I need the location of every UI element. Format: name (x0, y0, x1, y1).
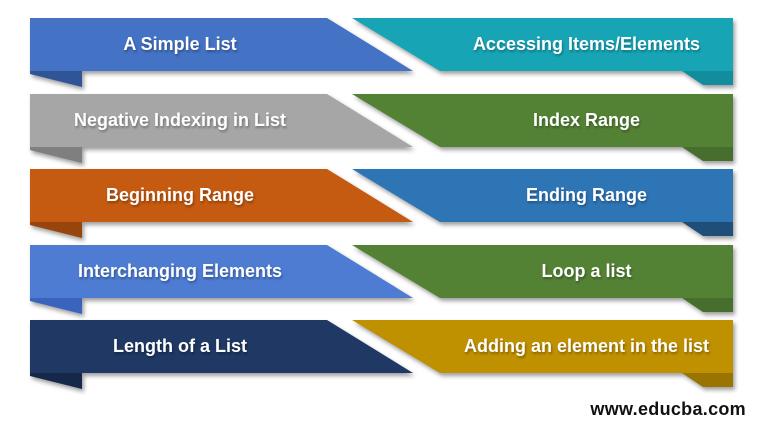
banner-label: A Simple List (123, 33, 237, 54)
banner-a-simple-list: A Simple List (30, 18, 415, 88)
banner-label: Index Range (532, 109, 641, 130)
banner-loop-a-list: Loop a list (352, 245, 733, 313)
banner-label: Interchanging Elements (77, 260, 283, 281)
banner-label: Adding an element in the list (463, 335, 710, 356)
ribbon-shape (352, 94, 733, 161)
banner-body-shape (30, 320, 413, 373)
banner-fold-shape (682, 373, 733, 387)
banner-fold-shape (30, 298, 82, 314)
banner-label: Beginning Range (106, 184, 254, 205)
banner-fold-shape (30, 71, 82, 87)
banner-negative-indexing-in-list: Negative Indexing in List (30, 94, 415, 164)
ribbon-shape (30, 169, 413, 238)
banner-body-shape (352, 169, 733, 222)
ribbon-shape (30, 94, 413, 163)
educba-watermark: www.educba.com (590, 399, 746, 419)
banner-accessing-items-elements: Accessing Items/Elements (352, 18, 733, 86)
banner-fold-shape (682, 222, 733, 236)
banner-label: Loop a list (541, 260, 632, 281)
banner-body-shape (352, 94, 733, 147)
banner-label: Ending Range (526, 184, 647, 205)
banner-body-shape (30, 169, 413, 222)
ribbon-shape (352, 245, 733, 312)
ribbon-shape (352, 169, 733, 236)
banner-body-shape (352, 245, 733, 298)
banner-body-shape (352, 18, 733, 71)
banner-fold-shape (30, 147, 82, 163)
banner-index-range: Index Range (352, 94, 733, 162)
ribbon-shape (30, 320, 413, 389)
banner-fold-shape (682, 298, 733, 312)
banner-fold-shape (30, 373, 82, 389)
banner-interchanging-elements: Interchanging Elements (30, 245, 415, 315)
banner-fold-shape (682, 147, 733, 161)
banner-label: Negative Indexing in List (73, 109, 287, 130)
banner-fold-shape (682, 71, 733, 85)
banner-beginning-range: Beginning Range (30, 169, 415, 239)
banner-body-shape (352, 320, 733, 373)
banner-adding-an-element-in-the-list: Adding an element in the list (352, 320, 733, 388)
banner-body-shape (30, 94, 413, 147)
banner-label: Accessing Items/Elements (472, 33, 701, 54)
ribbon-shape (352, 18, 733, 85)
banner-fold-shape (30, 222, 82, 238)
banner-body-shape (30, 18, 413, 71)
banner-length-of-a-list: Length of a List (30, 320, 415, 390)
banner-ending-range: Ending Range (352, 169, 733, 237)
ribbon-shape (352, 320, 733, 387)
ribbon-shape (30, 245, 413, 314)
banner-body-shape (30, 245, 413, 298)
banner-label: Length of a List (113, 335, 247, 356)
ribbon-shape (30, 18, 413, 87)
